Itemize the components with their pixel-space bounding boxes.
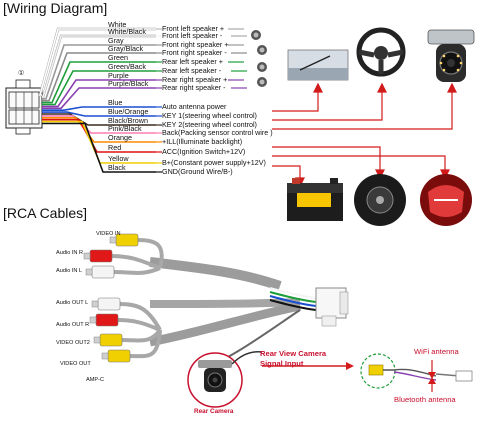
camera-rca-connector [360,353,396,389]
wire-color-label: White [108,20,127,29]
ignition-key-photo [354,174,406,226]
wire-function-label: KEY 2(steering wheel control) [162,120,257,129]
steering-wheel-photo [356,26,406,81]
rca-plug [101,329,162,363]
tail-light-photo [420,174,472,226]
wire-function-label: Front right speaker - [162,48,227,57]
rca-harness [149,257,349,373]
wire-color-label: Blue [108,98,123,107]
wire-line [42,52,156,102]
rca-label: Audio IN L [56,268,83,274]
wire-color-label: Yellow [108,154,129,163]
wire-color-label: Green/Back [108,62,146,71]
car-battery-photo [287,178,343,221]
wire-line [42,120,156,164]
rca-label: VIDEO OUT [60,361,91,367]
wire-function-label: Rear left speaker + [162,57,223,66]
antenna-photo [287,49,349,81]
rca-plug [109,233,164,269]
wire-color-label: Orange [108,133,132,142]
wire-color-label: Green [108,53,128,62]
wire-function-label: KEY 1(steering wheel control) [162,111,257,120]
wire-color-label: Red [108,143,122,152]
connection-arrows [272,82,457,188]
wire-line [38,28,156,96]
camera-signal-title-line2: Signal Input [260,359,304,368]
wire-function-label: GND(Ground Wire/B-) [162,167,233,176]
wire-color-label: Purple [108,71,129,80]
rca-plugs [83,233,164,363]
rca-plug [83,249,161,270]
wire-function-label: +ILL(Illuminate backlight) [162,137,243,146]
wire-color-label: Gray [108,36,124,45]
wire-line [42,106,156,111]
wire-function-label: Rear right speaker - [162,83,226,92]
speaker-icons [251,30,267,87]
rear-camera-photo [187,351,263,408]
connector-number: ① [18,70,25,77]
wire-color-label: Blue/Orange [108,107,149,116]
wire-function-label: B+(Constant power supply+12V) [162,158,266,167]
rca-label: VIDEO OUT2 [56,340,90,346]
wire-color-label: White/Black [108,27,146,36]
rca-plug [91,297,162,331]
wire-function-label: Rear right speaker + [162,75,228,84]
wire-function-label: Back(Packing sensor control wire ) [162,128,273,137]
rear-camera-label: Rear Camera [194,408,234,415]
backup-camera-photo [427,29,475,82]
wire-color-label: Black [108,163,126,172]
wiring-diagram-title: [Wiring Diagram] [3,0,108,16]
wire-function-label: Front left speaker + [162,24,225,33]
rca-label: Audio OUT R [56,322,90,328]
rca-plug [85,265,161,279]
rca-label: Audio OUT L [56,300,89,306]
wire-function-label: ACC(Ignition Switch+12V) [162,147,246,156]
wire-line [42,87,156,110]
wire-color-label: Black/Brown [108,116,148,125]
rca-label: Audio IN R [56,250,84,256]
wire-line [42,122,156,173]
wire-color-label: Pink/Black [108,124,142,133]
wire-line [42,79,156,108]
wire-line [42,70,156,106]
wire-line [42,111,156,117]
wire-line [42,35,156,98]
wire-harness [38,27,247,173]
wire-line [42,61,156,104]
iso-connector [5,79,43,135]
wire-function-label: Front right speaker + [162,40,229,49]
camera-signal-title-line1: Rear View Camera [260,349,327,358]
camera-signal-arrow [262,362,354,370]
bluetooth-antenna-label: Bluetooth antenna [394,395,456,404]
wifi-antenna-label: WiFi antenna [414,347,459,356]
wire-color-label: Purple/Black [108,79,149,88]
antenna-wires [393,360,473,392]
rca-plug [93,328,162,347]
rca-label: VIDEO IN [96,231,121,237]
wire-function-label: Rear left speaker - [162,66,222,75]
rca-cables-title: [RCA Cables] [3,205,88,221]
wire-function-label: Auto antenna power [162,102,227,111]
wire-function-label: Front left speaker - [162,31,223,40]
wire-line [42,44,156,100]
rca-plug [89,313,161,332]
rca-label: AMP-C [86,377,105,383]
wire-color-label: Gray/Black [108,44,144,53]
